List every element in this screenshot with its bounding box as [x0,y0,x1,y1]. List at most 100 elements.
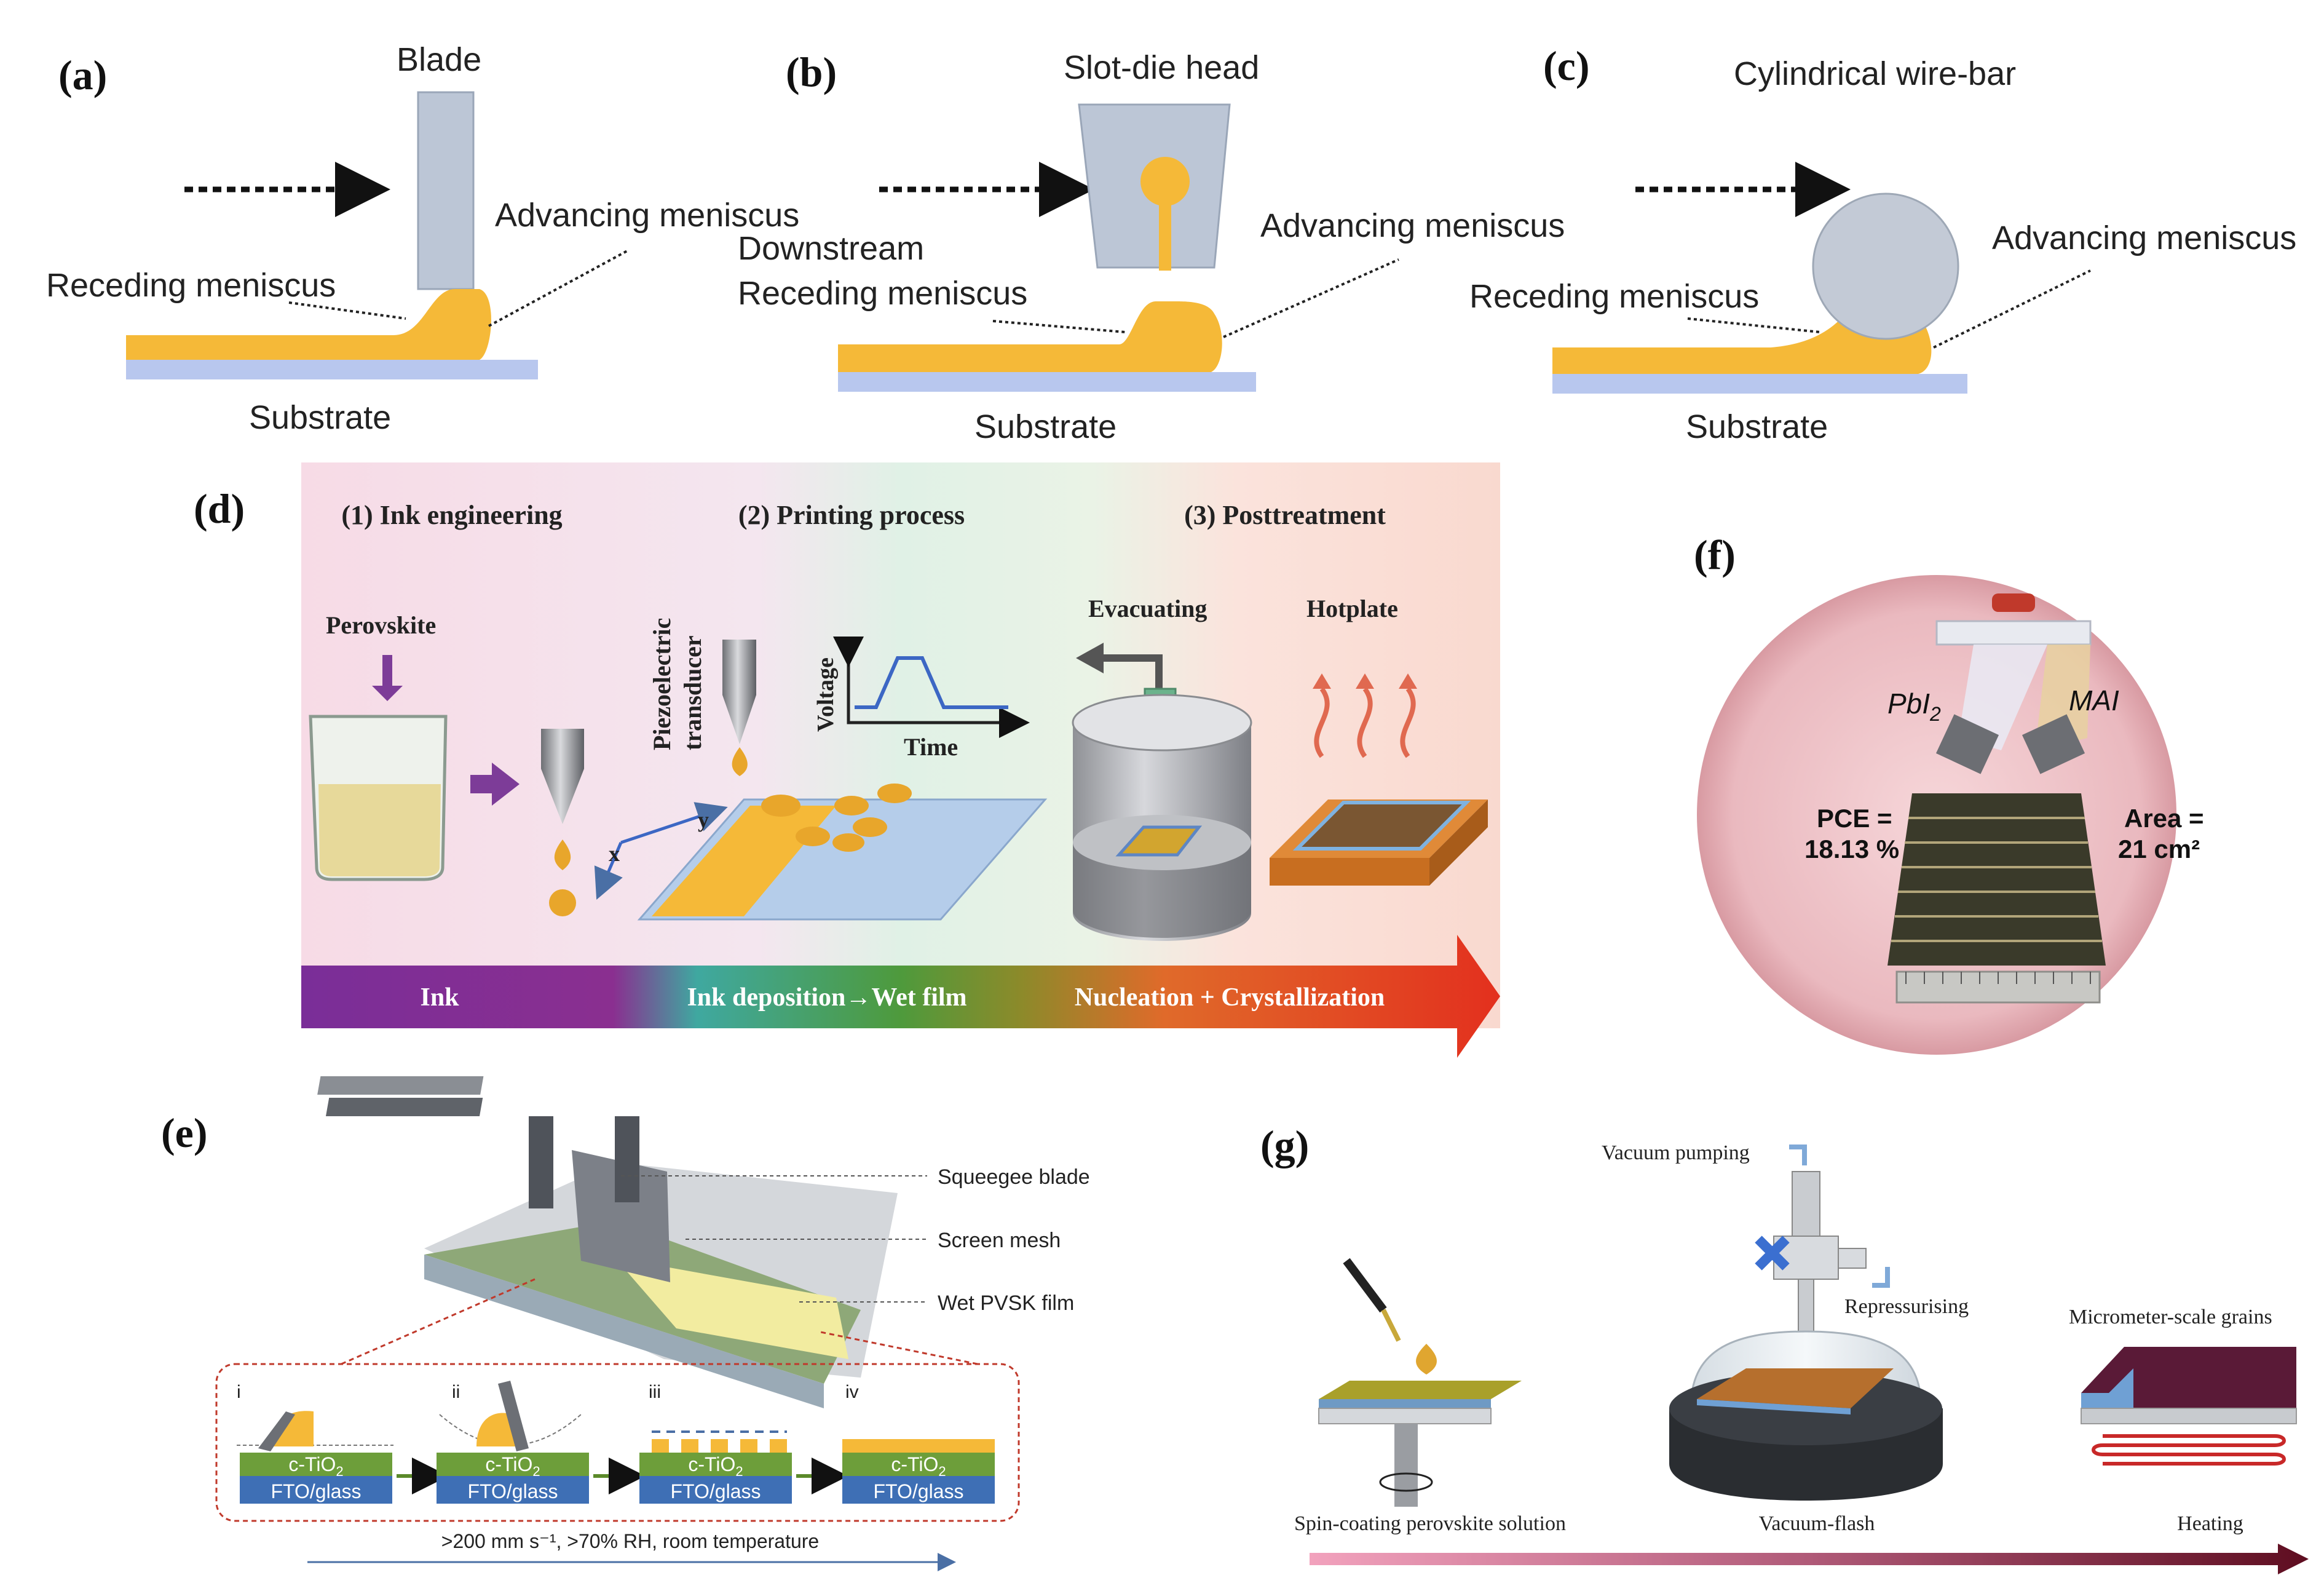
nozzle [541,729,584,824]
panel-e: (e) Squeegee blade Screen mesh Wet PVSK … [161,1076,1090,1571]
pbi2-vapor [1958,645,2047,750]
spin-shaft [1394,1424,1418,1507]
heated-film [1292,801,1471,851]
voltage-time-axes [833,637,1030,738]
droplet [554,839,571,870]
mai-source [2022,714,2085,774]
panel-f: (f) PbI2 MAI PCE = 18.13 % Area [1694,531,2204,1055]
squeegee-i [258,1411,295,1451]
ink-reservoir [1140,157,1190,206]
squeegee-blade-3d [572,1150,670,1282]
y-axis-arrow [620,802,728,844]
spin-coating-label: Spin-coating perovskite solution [1294,1512,1566,1535]
grains-label: Micrometer-scale grains [2069,1306,2272,1328]
receding-meniscus-label: Receding meniscus [1469,278,1759,315]
vacuum-pumping-label: Vacuum pumping [1602,1141,1750,1164]
svg-text:c-TiO2: c-TiO2 [688,1453,743,1479]
ink-film [1552,307,1932,374]
vacuum-flash-label: Vacuum-flash [1759,1512,1875,1535]
sample-in-chamber [1115,825,1203,857]
step-label: i [237,1382,241,1402]
ink-channel [1159,203,1171,271]
slot-die-head-label: Slot-die head [1064,49,1259,86]
substrate-shape [126,360,538,379]
x-axis-arrow [594,842,623,900]
substrate-holder [1935,620,2092,646]
svg-text:FTO/glass: FTO/glass [671,1480,761,1502]
perovskite-grains [2081,1347,2296,1408]
blade-label: Blade [397,41,481,78]
advancing-pointer [1223,258,1399,338]
step-label: iii [649,1382,661,1402]
panel-d-label: (d) [194,485,245,532]
advancing-pointer [488,250,628,327]
mai-label: MAI [2069,684,2119,716]
substrate-3d [424,1221,861,1384]
step-printing-process: (2) Printing process [738,500,965,530]
panel-c-label: (c) [1543,42,1589,89]
step-label: iv [845,1382,859,1402]
repressurising-label: Repressurising [1844,1295,1969,1318]
print-nozzle [722,640,756,744]
svg-text:c-TiO2: c-TiO2 [891,1453,946,1479]
wet-film-label: Wet PVSK film [938,1291,1074,1315]
piezo-label-2: transducer [679,635,706,750]
x-label: x [609,841,620,866]
heating-coil [2092,1434,2286,1466]
advancing-meniscus-label: Advancing meniscus [1992,220,2296,256]
advancing-pointer [1933,269,2091,349]
ink-film [838,301,1222,372]
blade-shape [417,91,475,290]
droplet [732,747,748,776]
advancing-meniscus-label: Advancing meniscus [495,197,799,234]
perovskite-label: Perovskite [326,611,436,639]
perovskite-solution [318,784,441,876]
time-label: Time [904,733,958,761]
fto-layer [240,1476,392,1504]
heat-waves [1314,687,1416,758]
pbi2-source [1935,714,1999,774]
y-label: y [698,807,709,832]
wire-bar-cylinder [1812,192,1959,340]
valve-handle [1755,1236,1790,1271]
bar-ink: Ink [420,983,459,1012]
printed-film [652,806,836,916]
droplet [549,889,576,916]
panel-b-label: (b) [786,49,837,95]
receding-pointer [1687,317,1820,333]
panel-g: (g) Vacuum pumping Repressurising Microm… [1260,1122,2309,1574]
squeegee-ii [498,1381,529,1451]
evacuating-label: Evacuating [1088,595,1207,622]
hotplate-label: Hotplate [1306,595,1398,622]
process-background [301,462,1500,1028]
piezo-label-1: Piezoelectric [648,618,676,750]
tio2-layer [240,1453,392,1476]
svg-text:FTO/glass: FTO/glass [271,1480,362,1502]
process-timeline-bar [301,935,1500,1058]
flash-film [1697,1368,1894,1408]
purple-right-arrow [470,763,520,806]
panel-a-label: (a) [58,52,107,98]
vacuum-hose [1101,654,1163,695]
squeegee-label: Squeegee blade [938,1165,1090,1189]
panel-b: (b) Slot-die head Advancing meniscus Dow… [738,49,1565,445]
substrate-shape [1552,374,1967,394]
panel-c: (c) Cylindrical wire-bar Advancing menis… [1469,42,2296,445]
area-label: Area = [2124,804,2204,833]
panel-d: (d) (1) Ink engineering (2) Printing pro… [194,462,1500,1058]
receding-meniscus-label: Receding meniscus [738,275,1027,312]
panel-f-label: (f) [1694,531,1736,578]
wire-bar-label: Cylindrical wire-bar [1734,55,2016,92]
step-posttreatment: (3) Posttreatment [1184,500,1386,530]
substrate-label: Substrate [1686,408,1828,445]
pce-value: 18.13 % [1804,835,1899,863]
droplet [1416,1344,1437,1375]
receding-pointer [992,320,1126,333]
receding-pointer [288,301,406,320]
screen-mesh-label: Screen mesh [938,1229,1061,1252]
bar-deposition: Ink deposition→Wet film [687,983,966,1012]
pbi2-label: PbI2 [1887,688,1941,725]
pipette [1343,1258,1387,1313]
bar-nucleation: Nucleation + Crystallization [1075,983,1385,1012]
